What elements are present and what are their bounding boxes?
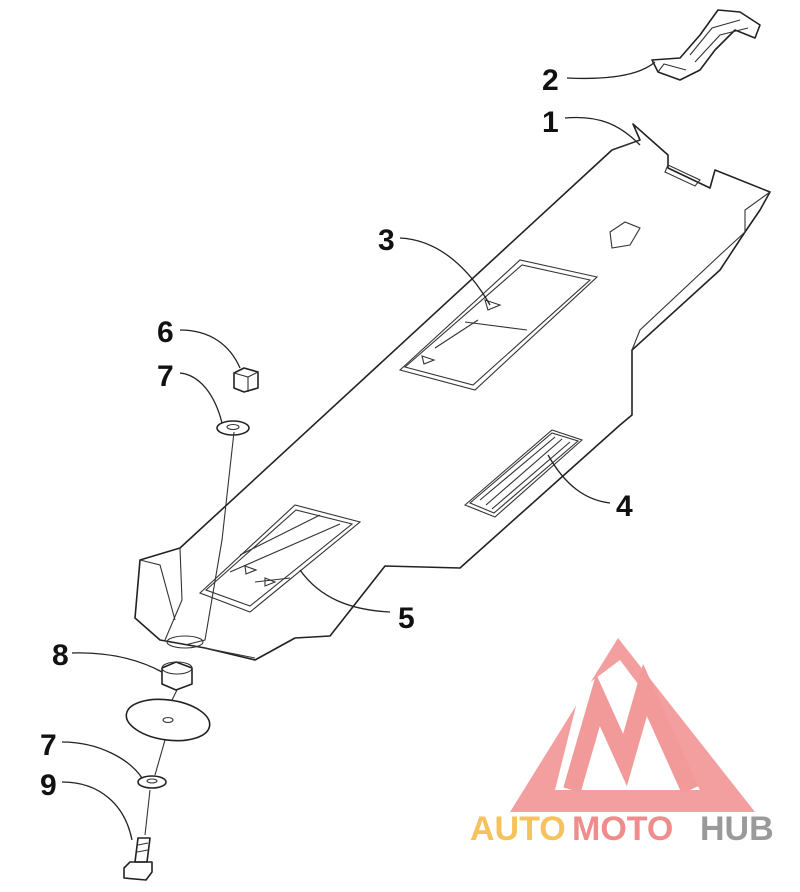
rubber-disc (125, 698, 211, 742)
washer-part-7-top (216, 420, 250, 436)
watermark-hub: HUB (700, 810, 774, 848)
washer-part-7-bottom (137, 775, 167, 789)
leader-lines (61, 61, 656, 841)
label-part-4 (463, 429, 584, 518)
watermark-m-stroke (563, 663, 699, 794)
watermark-moto: MOTO (572, 810, 673, 848)
nut-part-6 (233, 367, 259, 393)
decal-part-3 (398, 259, 599, 391)
callout-2: 2 (542, 64, 559, 97)
callout-6: 6 (157, 316, 174, 349)
skid-plate-part-1 (134, 123, 771, 661)
callout-1: 1 (542, 106, 559, 139)
callout-7-top: 7 (157, 360, 174, 393)
decal-part-5 (198, 504, 362, 613)
callout-5: 5 (398, 602, 415, 635)
spacer-part-8 (161, 661, 193, 691)
callout-8: 8 (52, 639, 69, 672)
hardware-stack (123, 367, 259, 881)
callout-4: 4 (616, 490, 633, 523)
callout-3: 3 (378, 224, 395, 257)
callout-7-bottom: 7 (40, 729, 57, 762)
callout-9: 9 (40, 769, 57, 802)
watermark-logo (510, 638, 755, 812)
clip-part-2 (651, 9, 761, 81)
watermark-auto: AUTO (470, 810, 566, 848)
